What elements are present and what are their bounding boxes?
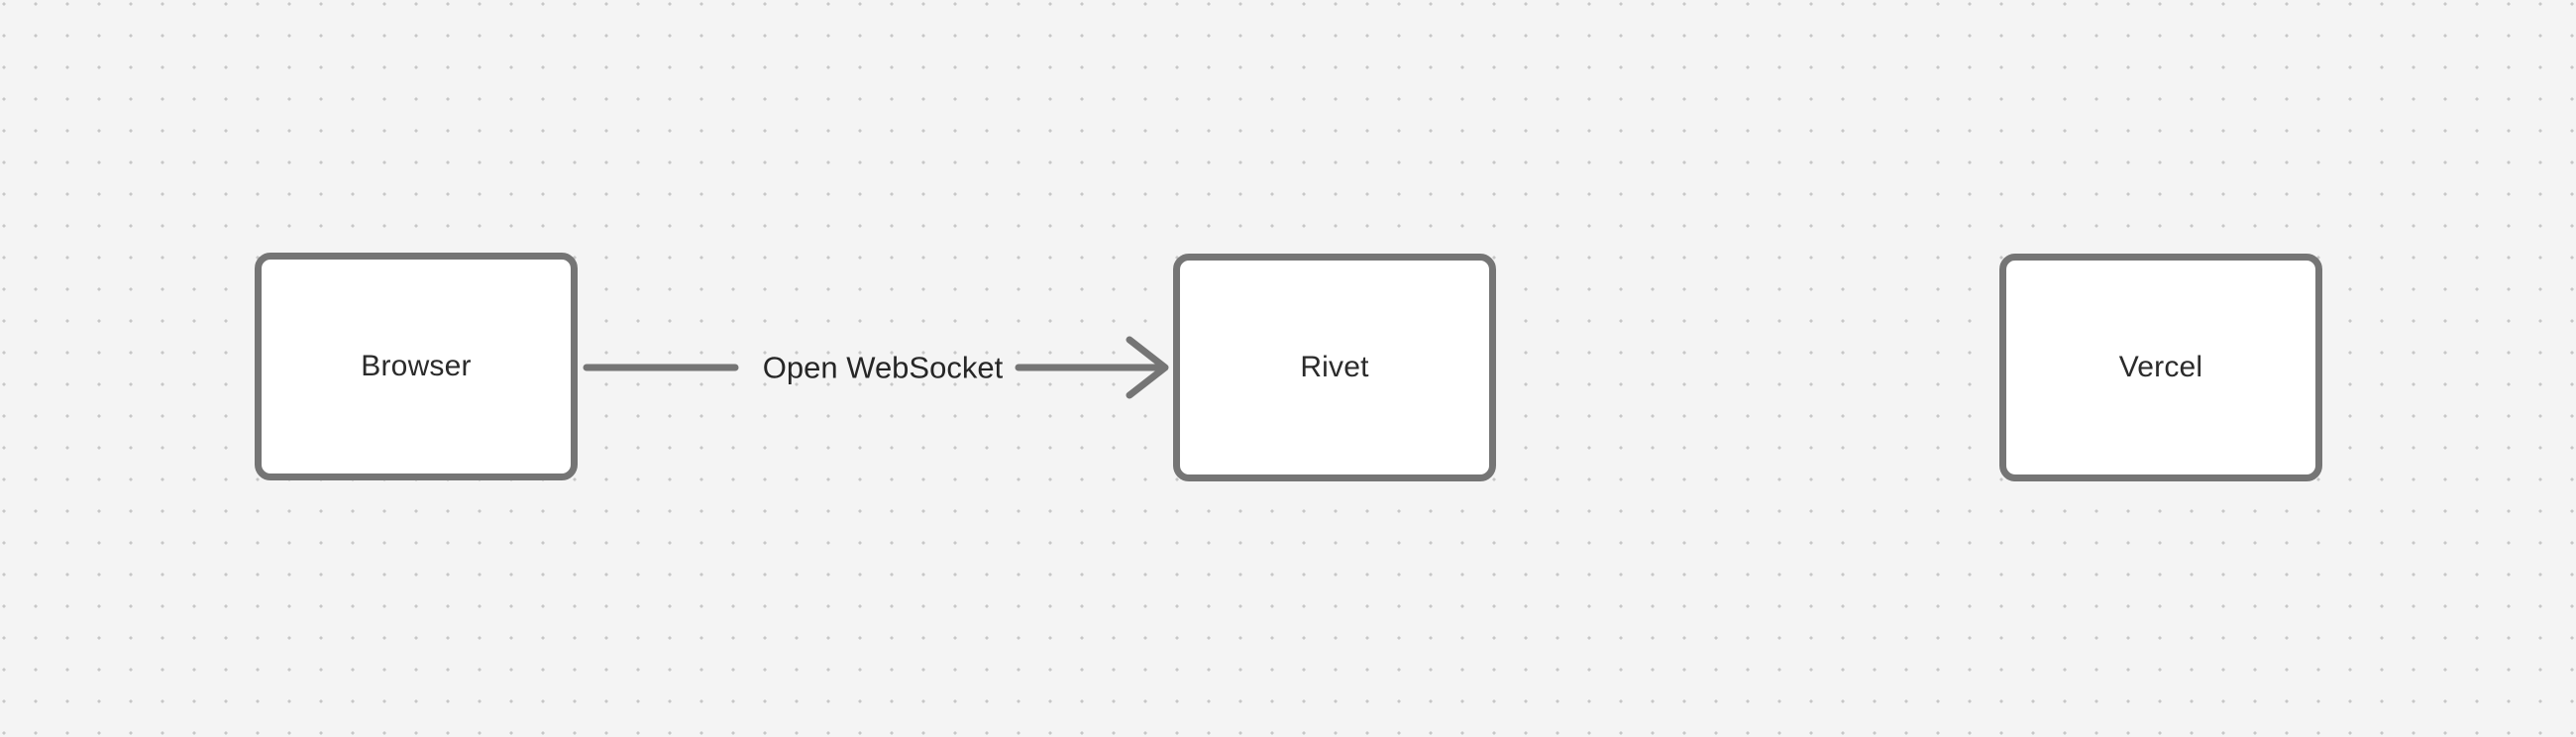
node-browser[interactable]: Browser: [255, 253, 578, 480]
node-browser-label: Browser: [361, 350, 472, 382]
node-vercel-label: Vercel: [2118, 351, 2203, 383]
edge-label[interactable]: Open WebSocket: [762, 350, 1004, 385]
node-rivet-label: Rivet: [1300, 351, 1369, 383]
arrowhead-icon: [1126, 336, 1169, 399]
node-rivet[interactable]: Rivet: [1173, 254, 1496, 481]
node-vercel[interactable]: Vercel: [1999, 254, 2322, 481]
